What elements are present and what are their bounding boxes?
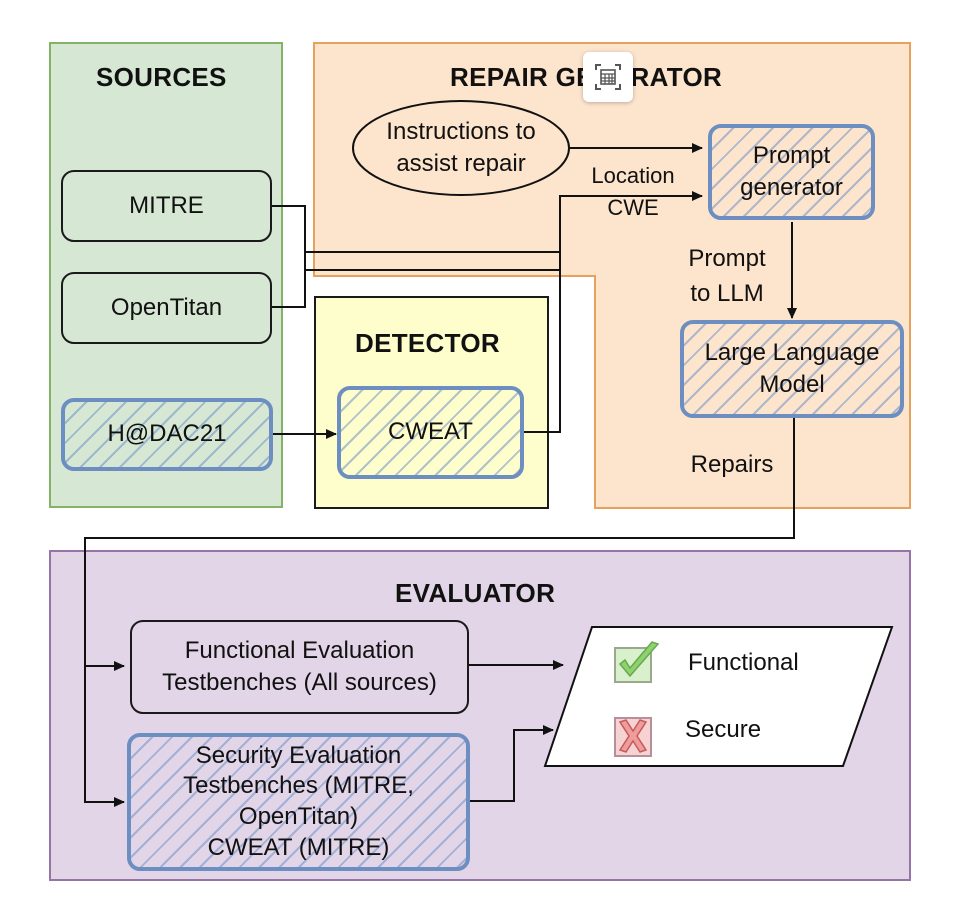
functional-label: Functional: [688, 649, 799, 676]
detector-title: DETECTOR: [355, 328, 500, 358]
sources-title: SOURCES: [96, 62, 227, 92]
evaluator-title: EVALUATOR: [395, 578, 556, 608]
cross-icon: [614, 712, 662, 758]
cweat-node[interactable]: CWEAT: [337, 386, 524, 479]
secure-label: Secure: [685, 716, 762, 743]
location-cwe-label: Location CWE: [591, 163, 675, 220]
security-evaluation-node[interactable]: Security Evaluation Testbenches (MITRE, …: [127, 733, 470, 871]
table-icon[interactable]: [583, 52, 633, 102]
llm-node[interactable]: Large Language Model: [680, 320, 904, 418]
check-icon: [614, 640, 662, 684]
instructions-node[interactable]: Instructions to assist repair: [386, 117, 536, 177]
prompt-to-llm-label: Prompt to LLM: [688, 245, 766, 307]
opentitan-node[interactable]: OpenTitan: [61, 272, 272, 344]
repairs-label: Repairs: [690, 451, 774, 478]
prompt-generator-node[interactable]: Prompt generator: [708, 124, 875, 220]
mitre-node[interactable]: MITRE: [61, 170, 272, 242]
functional-evaluation-node[interactable]: Functional Evaluation Testbenches (All s…: [130, 620, 469, 714]
hdac21-node[interactable]: H@DAC21: [61, 398, 273, 471]
